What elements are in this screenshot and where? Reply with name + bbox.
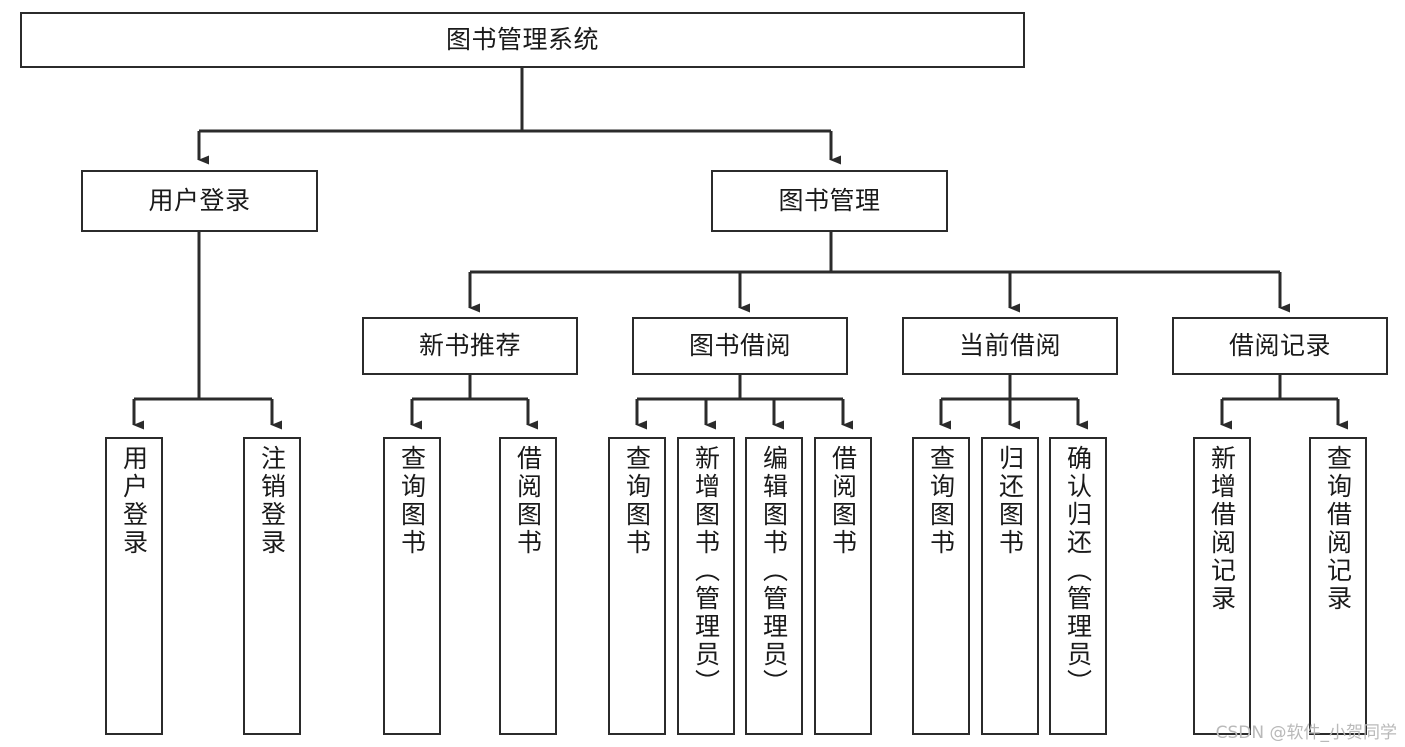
node-label: 查询借阅记录 xyxy=(1323,445,1353,613)
leaf-br-add-record[interactable]: 新增借阅记录 xyxy=(1193,437,1251,735)
leaf-bb-query-book[interactable]: 查询图书 xyxy=(608,437,666,735)
node-root-book-management-system[interactable]: 图书管理系统 xyxy=(20,12,1025,68)
node-book-borrow[interactable]: 图书借阅 xyxy=(632,317,848,375)
node-label: 借阅图书 xyxy=(513,445,543,557)
node-label: 归还图书 xyxy=(995,445,1025,557)
node-label: 确认归还（管理员） xyxy=(1063,445,1093,697)
node-current-borrow[interactable]: 当前借阅 xyxy=(902,317,1118,375)
node-label: 用户登录 xyxy=(148,185,251,215)
node-label: 借阅图书 xyxy=(828,445,858,557)
node-label: 图书管理 xyxy=(778,185,881,215)
leaf-bb-add-book-admin[interactable]: 新增图书（管理员） xyxy=(677,437,735,735)
node-label: 新增图书（管理员） xyxy=(691,445,721,697)
node-new-book-recommend[interactable]: 新书推荐 xyxy=(362,317,578,375)
node-label: 注销登录 xyxy=(257,445,287,557)
leaf-logout[interactable]: 注销登录 xyxy=(243,437,301,735)
node-label: 图书管理系统 xyxy=(445,24,599,54)
node-label: 新书推荐 xyxy=(418,330,521,360)
leaf-bb-edit-book-admin[interactable]: 编辑图书（管理员） xyxy=(745,437,803,735)
leaf-nb-borrow-book[interactable]: 借阅图书 xyxy=(499,437,557,735)
leaf-nb-query-book[interactable]: 查询图书 xyxy=(383,437,441,735)
leaf-br-query-record[interactable]: 查询借阅记录 xyxy=(1309,437,1367,735)
node-label: 图书借阅 xyxy=(688,330,791,360)
node-label: 查询图书 xyxy=(622,445,652,557)
node-label: 查询图书 xyxy=(926,445,956,557)
node-label: 编辑图书（管理员） xyxy=(759,445,789,697)
node-label: 新增借阅记录 xyxy=(1207,445,1237,613)
node-label: 用户登录 xyxy=(119,445,149,557)
node-borrow-record[interactable]: 借阅记录 xyxy=(1172,317,1388,375)
node-label: 当前借阅 xyxy=(958,330,1061,360)
leaf-cb-query-book[interactable]: 查询图书 xyxy=(912,437,970,735)
leaf-bb-borrow-book[interactable]: 借阅图书 xyxy=(814,437,872,735)
leaf-cb-confirm-return-admin[interactable]: 确认归还（管理员） xyxy=(1049,437,1107,735)
node-label: 借阅记录 xyxy=(1228,330,1331,360)
leaf-cb-return-book[interactable]: 归还图书 xyxy=(981,437,1039,735)
node-book-management[interactable]: 图书管理 xyxy=(711,170,948,232)
node-user-login[interactable]: 用户登录 xyxy=(81,170,318,232)
leaf-user-login[interactable]: 用户登录 xyxy=(105,437,163,735)
node-label: 查询图书 xyxy=(397,445,427,557)
